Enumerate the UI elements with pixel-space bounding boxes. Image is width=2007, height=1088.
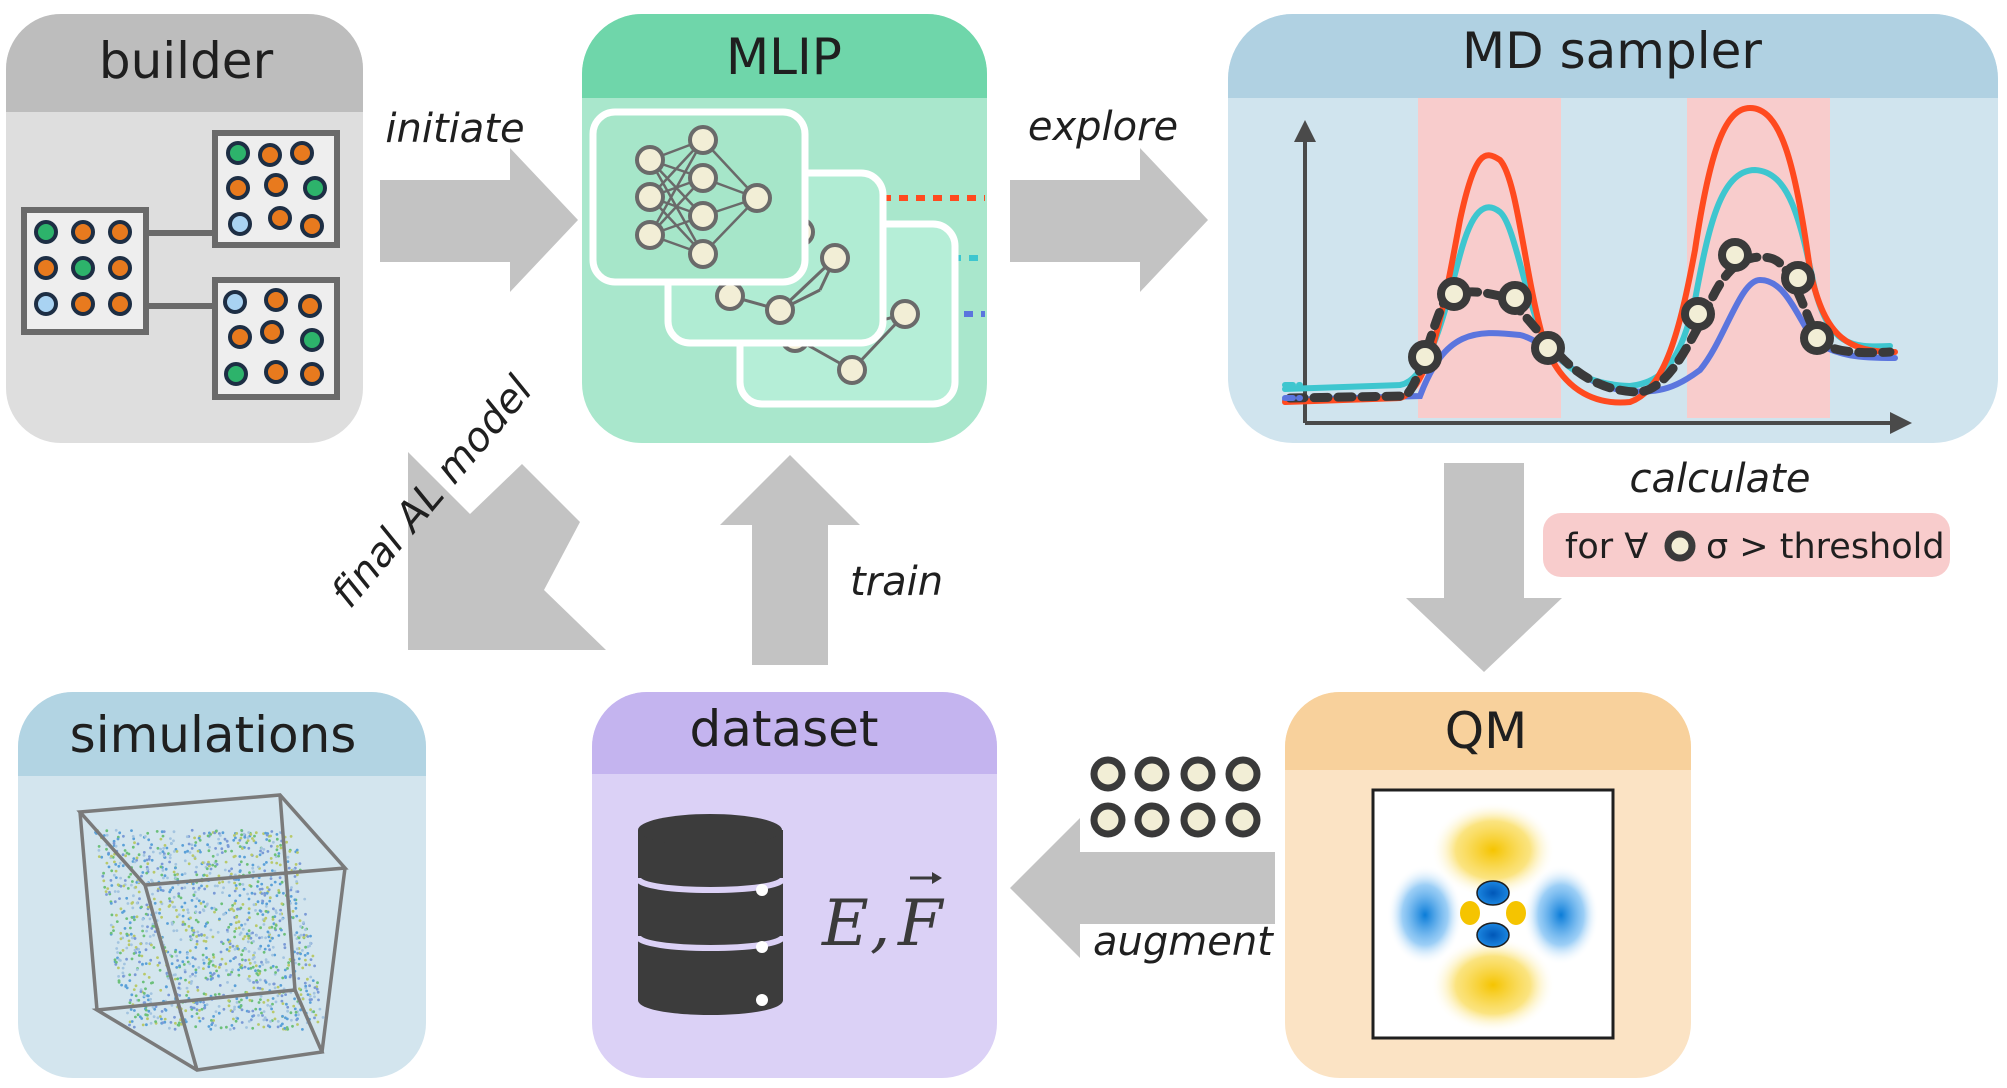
- high-uncertainty-region-1: [1418, 98, 1561, 418]
- condition-threshold: σ > threshold: [1706, 527, 1945, 567]
- network-card-1: [589, 108, 809, 286]
- dataset-title: dataset: [689, 700, 878, 758]
- database-icon: [635, 814, 786, 1015]
- dataset-panel: dataset E , F: [592, 692, 997, 1078]
- md-sampler-panel: MD sampler: [1228, 14, 1998, 443]
- curve-model-red: [1282, 104, 1898, 406]
- simulations-title: simulations: [70, 706, 357, 764]
- formula-separator: ,: [870, 887, 890, 961]
- condition-prefix: for ∀: [1565, 527, 1648, 567]
- formula-energy: E: [821, 887, 869, 961]
- uncertain-configurations: [1408, 238, 1834, 374]
- structure-box-main: [21, 207, 149, 335]
- flow-arrows: [380, 148, 1562, 958]
- augment-arrow: [1010, 818, 1275, 958]
- calculate-arrow: [1406, 463, 1562, 672]
- sample-point: [1781, 261, 1815, 295]
- qm-panel: QM: [1285, 692, 1691, 1078]
- train-arrow: [720, 455, 860, 665]
- explore-arrow: [1010, 148, 1208, 292]
- augment-label: augment: [1093, 919, 1274, 965]
- final-model-arrow: [408, 452, 606, 650]
- particle-cloud: [94, 828, 325, 1031]
- new-configurations: [1090, 756, 1261, 838]
- mlip-title: MLIP: [726, 28, 842, 86]
- initiate-label: initiate: [385, 106, 524, 152]
- uncertainty-condition-badge: for ∀ σ > threshold: [1543, 513, 1950, 577]
- structure-box-bottom: [212, 277, 340, 400]
- qm-title: QM: [1445, 702, 1528, 760]
- calculate-label: calculate: [1630, 456, 1811, 502]
- simulations-panel: simulations: [18, 692, 426, 1078]
- energy-force-formula: E , F: [821, 872, 945, 961]
- builder-connectors: [146, 230, 215, 309]
- orbital-density-image: [1371, 788, 1615, 1040]
- train-label: train: [850, 559, 943, 605]
- formula-force: F: [897, 887, 945, 961]
- sample-point: [1681, 297, 1715, 331]
- md-sampler-title: MD sampler: [1462, 22, 1762, 80]
- initiate-arrow: [380, 148, 578, 292]
- configuration-symbol-icon: [1664, 530, 1696, 562]
- explore-label: explore: [1028, 104, 1178, 150]
- builder-title: builder: [99, 32, 274, 90]
- sample-point: [1437, 277, 1471, 311]
- mlip-panel: MLIP: [582, 14, 987, 443]
- sample-point: [1408, 340, 1442, 374]
- curve-model-cyan: [1282, 166, 1893, 392]
- sample-point: [1718, 238, 1752, 272]
- sample-point: [1531, 331, 1565, 365]
- simulation-box: [76, 793, 349, 1072]
- sample-point: [1800, 321, 1834, 355]
- md-plot-axes: [1294, 120, 1912, 434]
- builder-panel: builder: [6, 14, 363, 443]
- vector-arrow: [910, 872, 942, 884]
- sample-point: [1498, 281, 1532, 315]
- structure-box-top: [212, 130, 340, 248]
